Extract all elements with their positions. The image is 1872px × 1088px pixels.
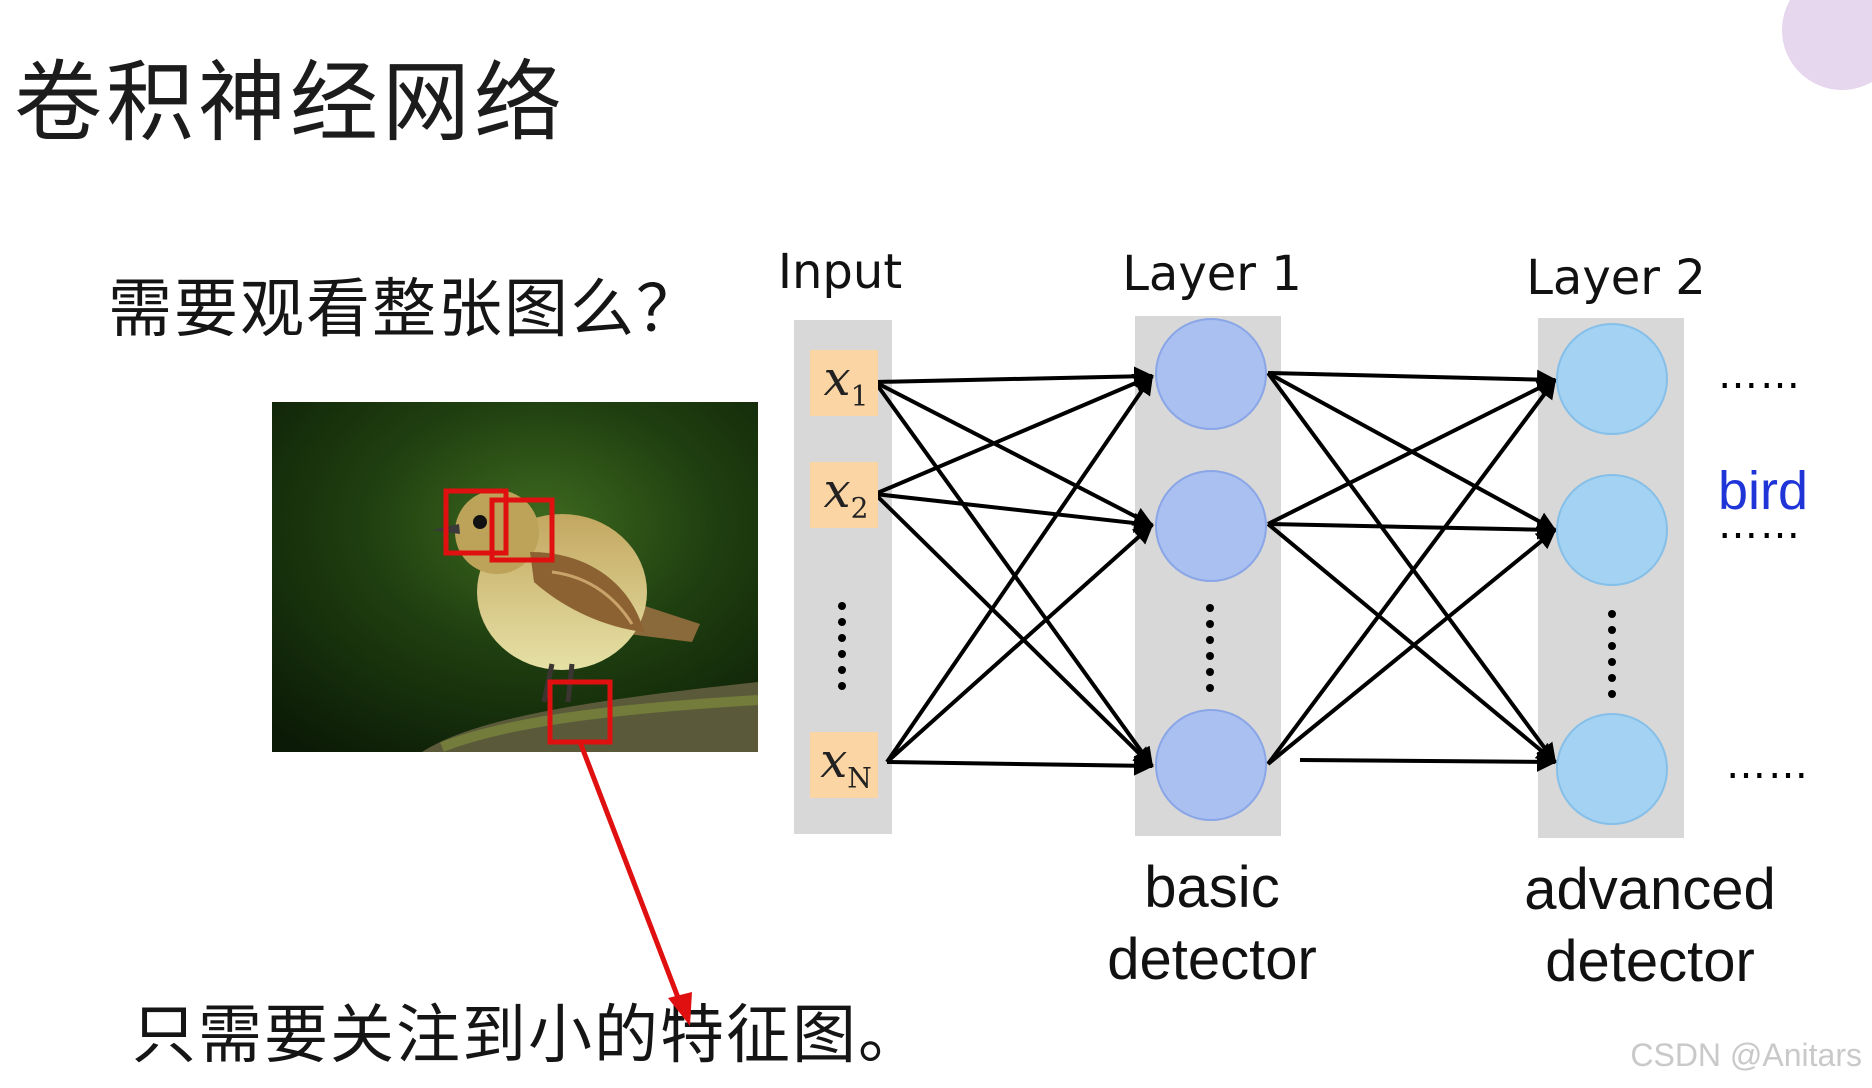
input-x1-base: x	[823, 351, 851, 407]
input-xN-sub: N	[847, 761, 872, 795]
output-ellipsis-middle: ……	[1718, 502, 1802, 548]
input-x2-base: x	[823, 463, 851, 519]
input-xN-base: x	[820, 733, 848, 789]
neural-network-diagram	[794, 316, 1684, 838]
layer1-header: Layer 1	[1122, 246, 1302, 302]
feature-arrow	[577, 741, 692, 1026]
layer2-neuron-n	[1556, 713, 1668, 825]
input-node-x2	[810, 462, 878, 528]
beak-highlight-box	[443, 488, 509, 556]
layer1-caption-line1: basic	[1144, 855, 1280, 920]
input-label-x2: x2	[812, 458, 880, 525]
layer1-caption: basic detector	[1062, 852, 1362, 996]
layer1-neuron-2	[1155, 470, 1267, 582]
input-header: Input	[777, 244, 903, 300]
layer2-neuron-2	[1556, 474, 1668, 586]
layer2-caption-line2: detector	[1545, 929, 1755, 994]
output-ellipsis-top: ……	[1718, 352, 1802, 398]
layer2-neuron-1	[1556, 323, 1668, 435]
layer1-to-layer2-edges	[1266, 369, 1557, 772]
question-text: 需要观看整张图么？	[108, 273, 702, 347]
layer2-caption: advanced detector	[1500, 854, 1800, 998]
layer2-caption-line1: advanced	[1524, 857, 1776, 922]
output-ellipsis-bottom: ……	[1726, 742, 1810, 788]
layer1-caption-line2: detector	[1107, 927, 1317, 992]
answer-text: 只需要关注到小的特征图。	[132, 999, 924, 1073]
input-label-x1: x1	[812, 346, 880, 413]
layer1-vertical-ellipsis	[1206, 604, 1214, 692]
layer2-vertical-ellipsis	[1608, 610, 1616, 698]
slide-title: 卷积神经网络	[14, 51, 567, 154]
output-label-bird: bird	[1718, 461, 1809, 521]
layer1-neuron-n	[1155, 709, 1267, 821]
input-vertical-ellipsis	[838, 602, 846, 690]
bird-photo	[272, 402, 758, 752]
input-x2-sub: 2	[850, 491, 869, 525]
eye-highlight-box	[489, 497, 555, 563]
watermark: CSDN @Anitars	[1630, 1037, 1862, 1073]
layer1-neuron-1	[1155, 318, 1267, 430]
bird-eye	[473, 515, 487, 529]
input-x1-sub: 1	[850, 379, 869, 413]
avatar	[1782, 0, 1872, 90]
input-label-xN: xN	[812, 728, 880, 795]
input-node-x1	[810, 350, 878, 416]
layer2-header: Layer 2	[1526, 250, 1706, 306]
input-node-xN	[810, 732, 878, 798]
input-to-layer1-edges	[873, 366, 1154, 776]
